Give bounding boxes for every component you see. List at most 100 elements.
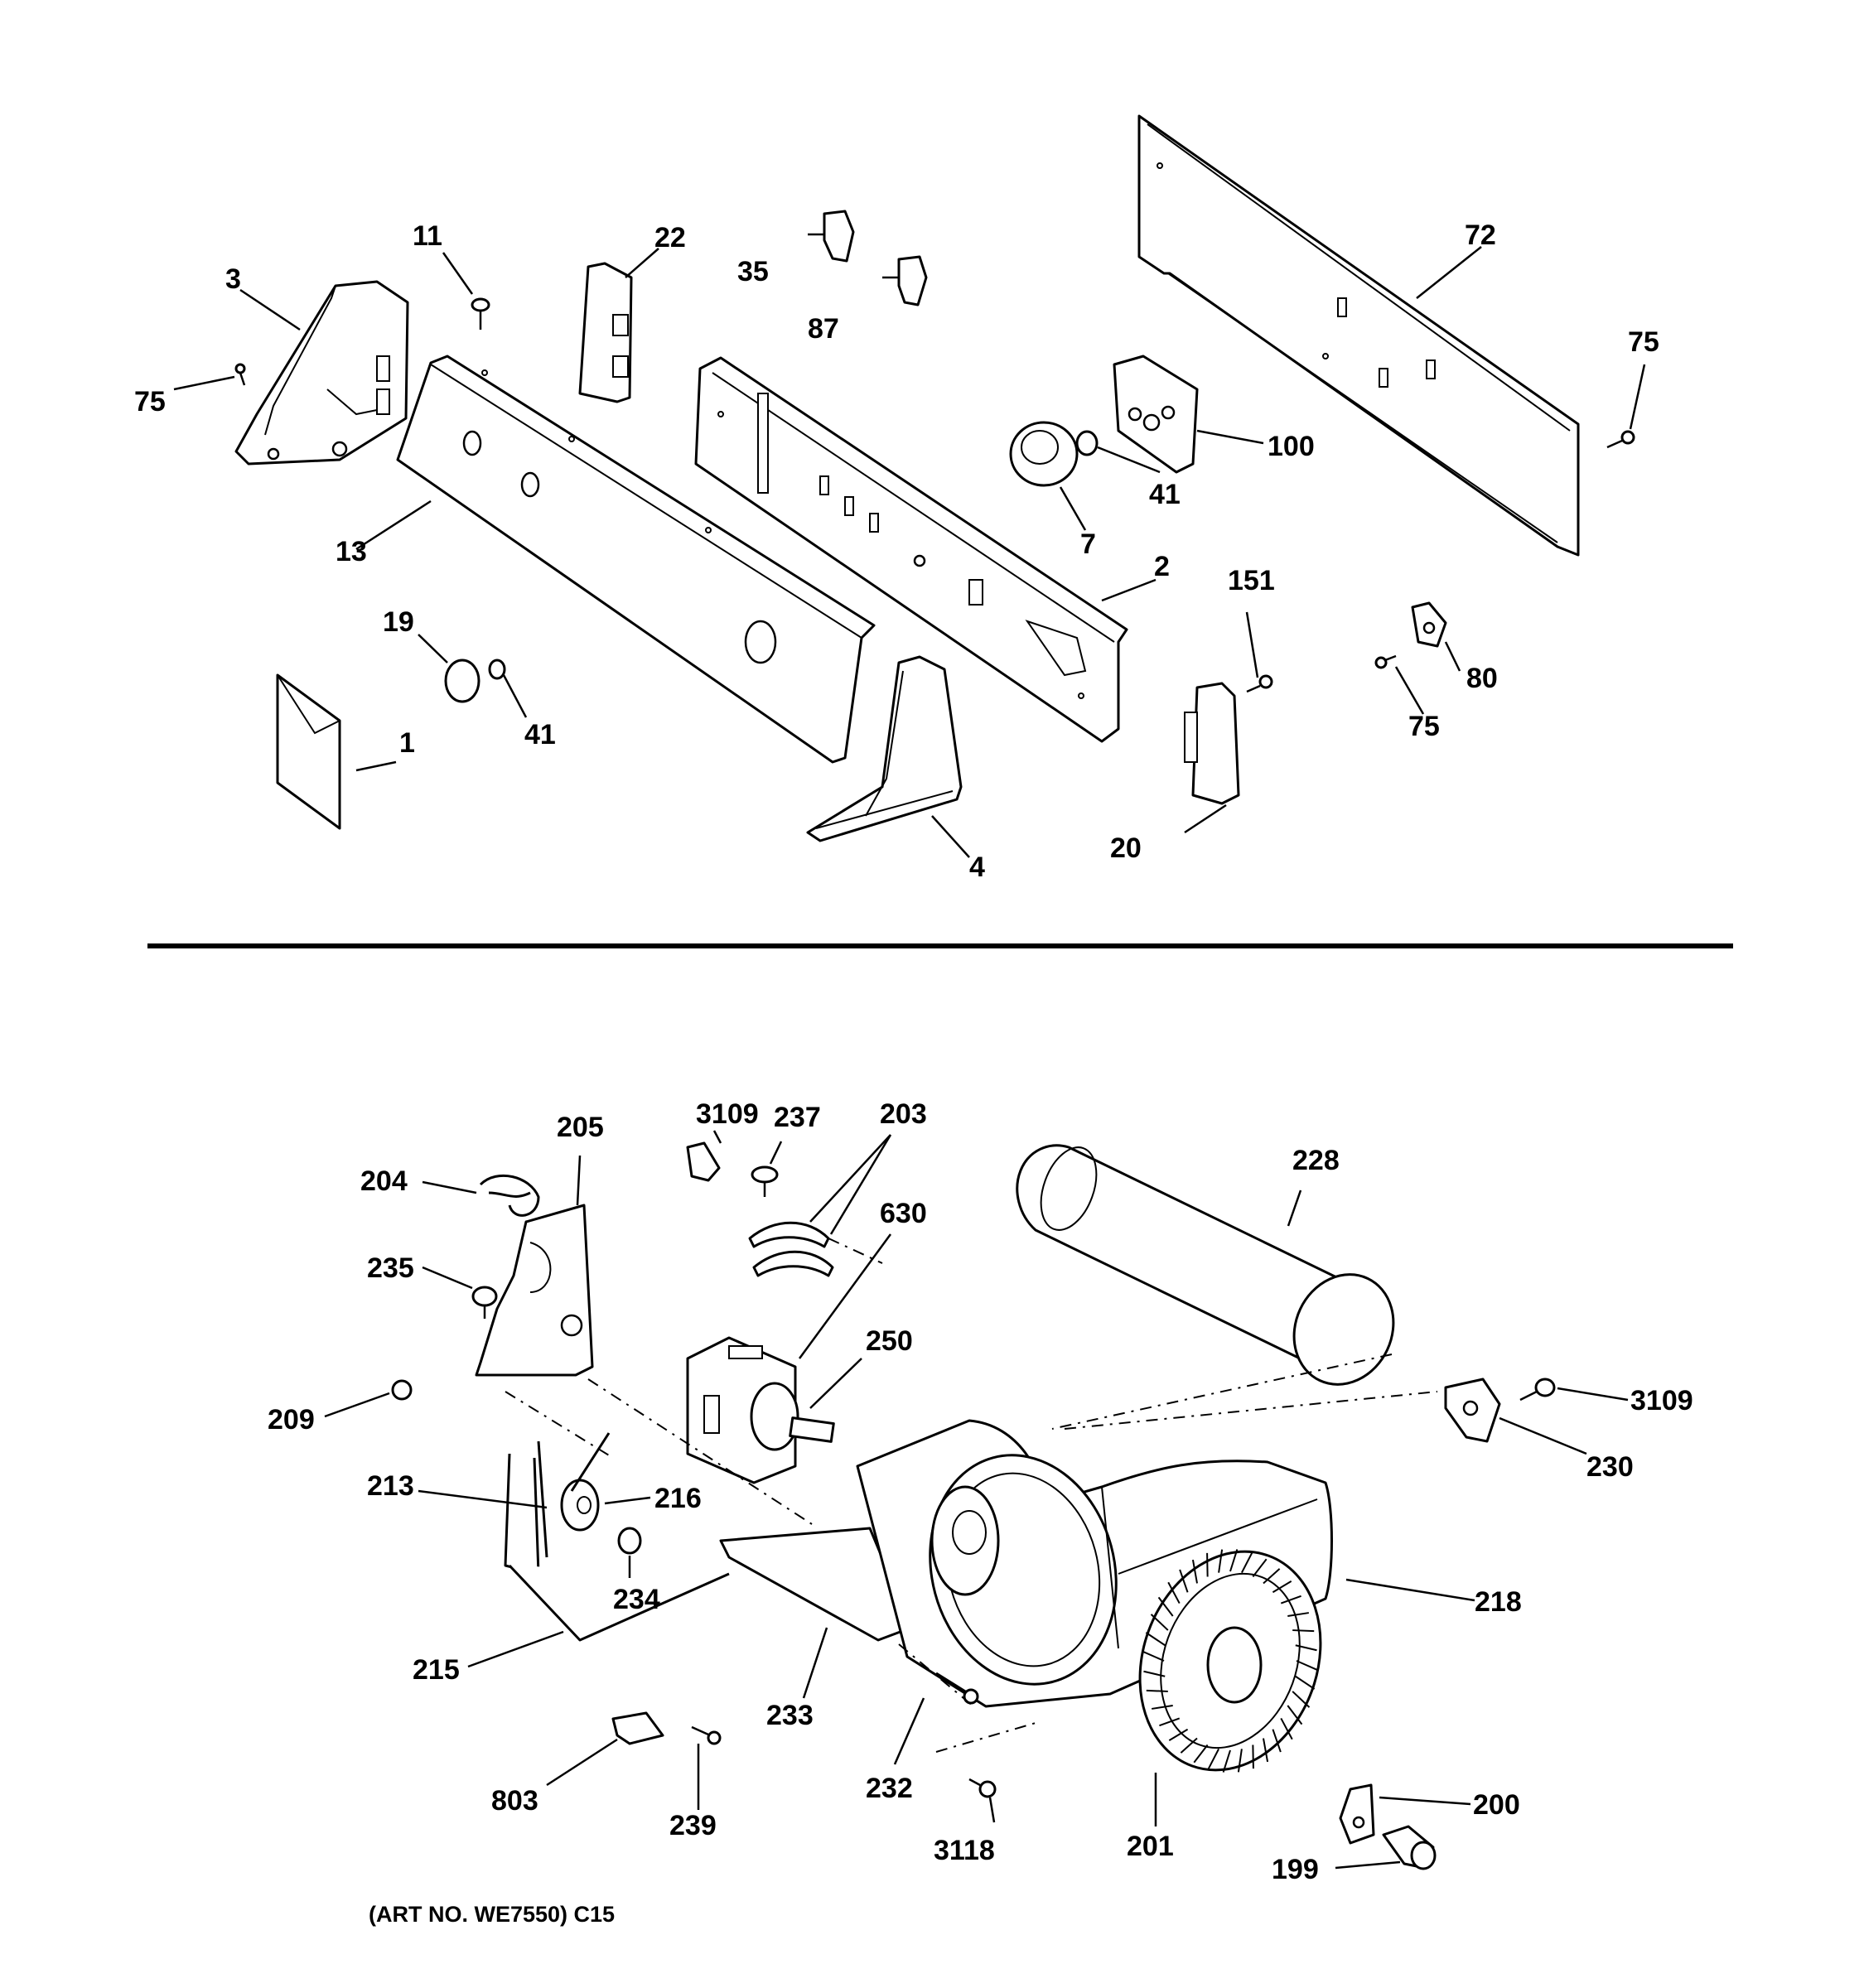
callout-199: 199: [1272, 1854, 1319, 1885]
part-250-motor-shaft: [789, 1416, 835, 1443]
callout-3: 3: [225, 263, 241, 295]
part-203-motor-straps: [748, 1221, 883, 1277]
callout-87: 87: [808, 313, 839, 345]
callout-11: 11: [413, 220, 442, 252]
fan-blade: [1295, 1675, 1316, 1690]
fan-blade: [1218, 1549, 1224, 1573]
callout-3109-top: 3109: [696, 1098, 759, 1130]
fan-blade: [1207, 1748, 1219, 1770]
fan-blade: [1280, 1595, 1301, 1604]
part-75-screw-lower: [1374, 654, 1397, 669]
callout-204: 204: [360, 1165, 408, 1197]
fan-blade: [1252, 1558, 1268, 1578]
fan-blade: [1280, 1717, 1293, 1740]
callout-232: 232: [866, 1773, 913, 1804]
part-87-switch: [882, 255, 928, 306]
part-19-knob: [444, 659, 480, 703]
part-200-bracket: [1339, 1783, 1375, 1845]
callout-200: 200: [1473, 1789, 1520, 1821]
part-201-blower-wheel: [1138, 1549, 1322, 1773]
callout-19: 19: [383, 606, 414, 638]
part-13-control-panel-front: [396, 355, 876, 764]
part-209-nut: [391, 1379, 413, 1401]
part-4-right-end-cap: [806, 655, 963, 842]
fan-blade: [1191, 1559, 1198, 1584]
fan-blade: [1272, 1729, 1282, 1753]
callout-213: 213: [367, 1470, 414, 1502]
callout-230: 230: [1586, 1451, 1634, 1483]
callout-41-right: 41: [1149, 479, 1181, 510]
part-230-thermostat: [1444, 1378, 1501, 1443]
bottom-leaders: [324, 1130, 1629, 1870]
fan-blade: [1237, 1749, 1243, 1773]
part-216-idler-pulley: [560, 1479, 600, 1532]
callout-228: 228: [1292, 1145, 1340, 1176]
part-2-control-mounting-bracket: [694, 356, 1128, 743]
part-20-end-trim: [1184, 682, 1240, 805]
callout-216: 216: [654, 1483, 702, 1514]
callout-41-left: 41: [524, 719, 556, 750]
top-leaders: [173, 246, 1646, 858]
callout-13: 13: [336, 536, 367, 567]
callout-labels: 3 75 11 22 35 87 72 75 100 41 7 2 13 19 …: [134, 220, 1693, 1927]
callout-22: 22: [654, 222, 686, 253]
part-151-screw: [1246, 674, 1273, 693]
part-100-timer: [1113, 355, 1199, 474]
callout-4: 4: [969, 852, 985, 883]
part-803-switch: [611, 1711, 664, 1745]
part-7-knob: [1009, 421, 1079, 487]
fan-blade: [1263, 1738, 1269, 1763]
part-80-clip: [1411, 601, 1447, 648]
part-41-spring-right: [1075, 430, 1099, 456]
fan-blade: [1229, 1549, 1239, 1572]
part-234-pulley-nut: [617, 1527, 642, 1555]
callout-3118: 3118: [934, 1835, 995, 1866]
callout-75-left: 75: [134, 386, 166, 417]
fan-blade: [1222, 1749, 1231, 1773]
callout-72: 72: [1465, 220, 1496, 251]
callout-2: 2: [1154, 551, 1170, 582]
callout-630: 630: [880, 1198, 927, 1229]
part-72-rear-panel: [1137, 114, 1580, 557]
callout-209: 209: [268, 1404, 315, 1436]
fan-blade: [1143, 1670, 1166, 1677]
fan-blade: [1145, 1632, 1166, 1647]
fan-blade: [1292, 1691, 1311, 1708]
callout-1: 1: [399, 727, 415, 759]
fan-blade: [1142, 1651, 1165, 1662]
callout-234: 234: [613, 1584, 660, 1615]
callout-205: 205: [557, 1112, 604, 1143]
part-3-left-end-cap: [234, 280, 409, 466]
part-199-screw: [1382, 1825, 1437, 1870]
callout-7: 7: [1080, 528, 1096, 560]
part-1-literature-packet: [276, 673, 341, 830]
fan-blade: [1159, 1717, 1181, 1727]
fan-blade: [1263, 1568, 1281, 1585]
callout-803: 803: [491, 1785, 538, 1817]
fan-blade: [1157, 1596, 1174, 1617]
part-235-screw: [471, 1286, 498, 1319]
fan-blade: [1295, 1644, 1317, 1652]
part-3109-screw-right: [1519, 1378, 1556, 1402]
part-75-screw-right: [1606, 430, 1635, 449]
fan-blade: [1272, 1580, 1292, 1594]
part-3109-screw-top: [686, 1141, 721, 1182]
callout-201: 201: [1127, 1831, 1174, 1862]
fan-blade: [1296, 1660, 1318, 1671]
fan-blade: [1287, 1612, 1309, 1617]
fan-blades: [1142, 1549, 1318, 1773]
part-41-spring-left: [488, 659, 506, 680]
art-number-reference: (ART NO. WE7550) C15: [369, 1902, 615, 1927]
part-630-motor: [686, 1336, 799, 1484]
part-233-motor-mount: [505, 1378, 913, 1642]
callout-20: 20: [1110, 832, 1142, 864]
callout-100: 100: [1268, 431, 1315, 462]
callout-237: 237: [774, 1102, 821, 1133]
callout-3109-right: 3109: [1630, 1385, 1693, 1416]
fan-blade: [1179, 1569, 1189, 1593]
fan-blade: [1206, 1552, 1209, 1577]
callout-151: 151: [1228, 565, 1275, 596]
callout-80: 80: [1466, 663, 1498, 694]
fan-blade: [1180, 1737, 1198, 1754]
